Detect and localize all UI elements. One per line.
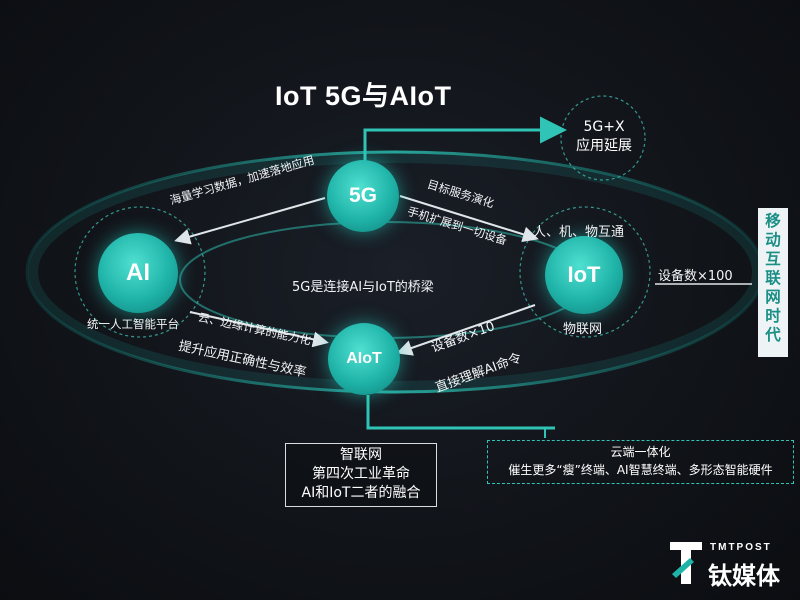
iot-dashed-circle: [519, 206, 651, 338]
node-iot: IoT: [545, 236, 623, 314]
connector-aiot-down: [366, 395, 555, 430]
smart-net-line1: 智联网: [340, 447, 382, 463]
brand-name: 钛媒体: [708, 562, 780, 590]
smart-net-line2: 第四次工业革命: [312, 466, 410, 482]
arrow-ai-to-aiot: [189, 311, 329, 348]
fivegx-line1: 5G+X: [583, 119, 625, 135]
vertical-char: 时: [765, 307, 781, 325]
cloud-line2: 催生更多“瘦”终端、AI智慧终端、多形态智能硬件: [508, 463, 773, 477]
page-title: IoT 5G与AIoT: [275, 81, 452, 111]
fivegx-box: 5G+X 应用延展: [572, 118, 636, 156]
vertical-label-mobile-internet-era: 移 动 互 联 网 时 代: [758, 208, 788, 357]
vertical-char: 联: [765, 269, 781, 287]
center-bridge-label: 5G是连接AI与IoT的桥梁: [292, 280, 434, 295]
vertical-char: 互: [765, 250, 781, 268]
arrow-5g-to-ai: [174, 197, 326, 245]
smart-network-box: 智联网 第四次工业革命 AI和IoT二者的融合: [285, 443, 437, 507]
label-device-count-100: 设备数×100: [658, 269, 733, 284]
ai-dashed-circle: [74, 206, 206, 338]
vertical-char: 动: [765, 231, 781, 249]
ai-caption: 统一人工智能平台: [87, 317, 179, 331]
node-ai: AI: [98, 233, 178, 313]
fivegx-dashed-circle: [560, 95, 646, 181]
brand-sub: TMTPOST: [710, 542, 772, 553]
vertical-char: 代: [765, 326, 781, 344]
fivegx-line2: 应用延展: [576, 138, 632, 154]
arrow-iot-to-aiot: [396, 304, 536, 356]
cloud-line1: 云端一体化: [610, 445, 671, 459]
arrow-5g-to-5gx: [363, 116, 567, 165]
node-5g: 5G: [327, 160, 399, 232]
outer-ring-glow: [28, 153, 762, 391]
vertical-char: 网: [765, 288, 781, 306]
brand-logo: TMTPOST 钛媒体: [668, 538, 788, 593]
node-aiot: AIoT: [328, 323, 400, 395]
arrow-5g-to-iot: [399, 195, 539, 243]
vertical-char: 移: [765, 212, 781, 230]
smart-net-line3: AI和IoT二者的融合: [301, 485, 421, 501]
label-human-machine: 人、机、物互通: [533, 225, 625, 240]
iot-caption: 物联网: [563, 322, 603, 337]
brand-logo-icon: [670, 542, 702, 584]
cloud-box: 云端一体化 催生更多“瘦”终端、AI智慧终端、多形态智能硬件: [487, 440, 794, 484]
